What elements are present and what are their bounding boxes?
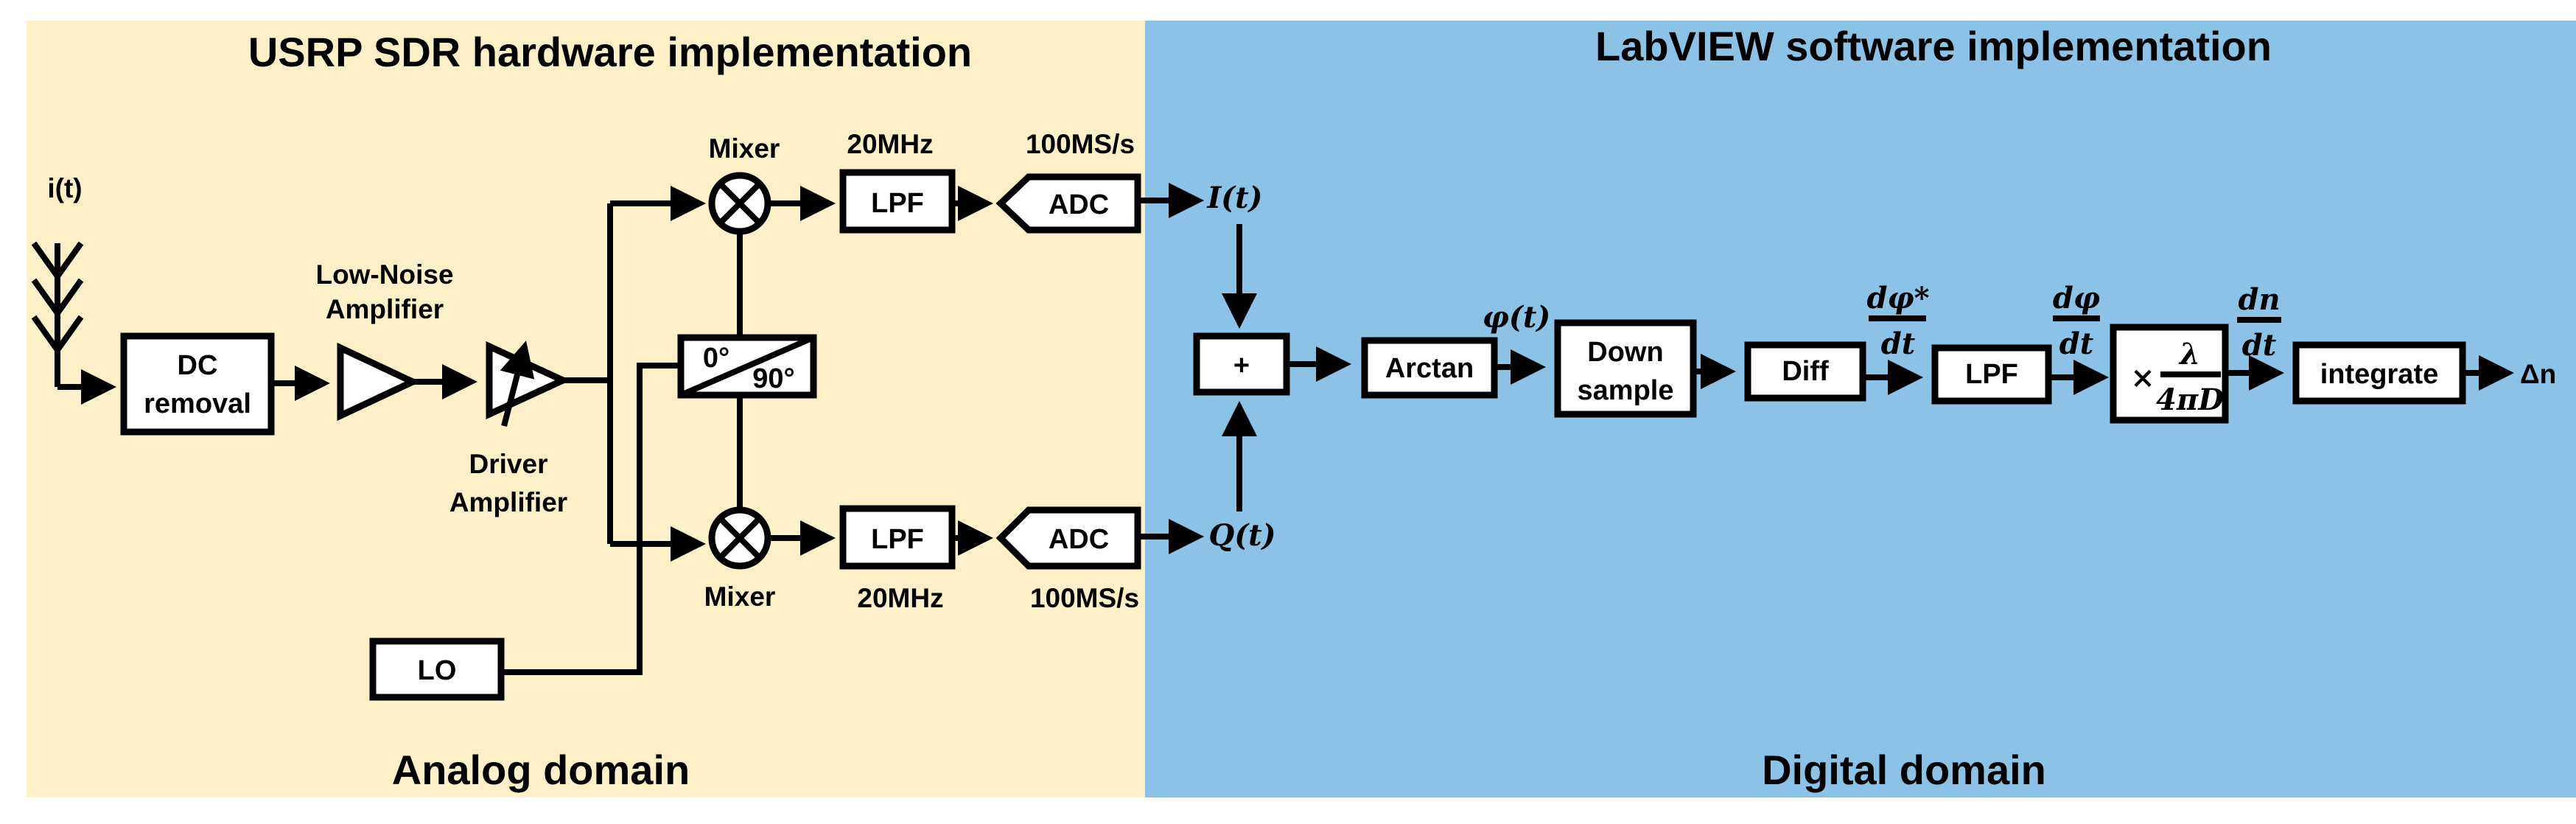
digital-lpf-block xyxy=(1931,344,2052,405)
lpf-bottom-label: LPF xyxy=(871,524,924,555)
lpf-top-label: LPF xyxy=(871,188,924,219)
multiplier-denominator: 4πD xyxy=(2156,383,2224,417)
mixer-top-label: Mixer xyxy=(709,133,780,164)
sum-label: + xyxy=(1233,350,1250,381)
dphi-star-numerator: dφ* xyxy=(1866,281,1929,315)
phase-90-label: 90° xyxy=(752,363,794,394)
digital-domain-panel xyxy=(1145,21,2576,797)
adc-bottom-rate: 100MS/s xyxy=(1030,583,1139,613)
arctan-label: Arctan xyxy=(1385,353,1474,384)
phi-signal-label: φ(t) xyxy=(1483,300,1551,335)
digital-title: LabVIEW software implementation xyxy=(1595,23,2272,69)
downsample-block xyxy=(1554,319,1697,418)
dn-denominator: dt xyxy=(2242,328,2277,363)
phase-0-label: 0° xyxy=(703,343,729,374)
output-delta-n-label: Δn xyxy=(2520,359,2556,389)
lpf-top-block xyxy=(839,169,956,234)
digital-lpf-label: LPF xyxy=(1965,359,2018,390)
mixer-bottom-icon xyxy=(708,506,771,570)
multiplier-times-sign: × xyxy=(2130,360,2155,395)
downsample-label-2: sample xyxy=(1578,375,1674,406)
dphi-numerator: dφ xyxy=(2053,281,2100,315)
adc-top-label: ADC xyxy=(1049,189,1109,220)
dphi-star-dt-fraction: dφ* dt xyxy=(1866,281,1929,361)
lna-amplifier-icon xyxy=(337,342,421,422)
input-signal-label: i(t) xyxy=(47,173,82,203)
multiplier-numerator: λ xyxy=(2178,337,2200,371)
dphi-denominator: dt xyxy=(2059,327,2094,361)
dc-removal-label-2: removal xyxy=(144,388,251,419)
downsample-label-1: Down xyxy=(1587,337,1663,368)
integrate-label: integrate xyxy=(2320,359,2438,390)
lna-label-2: Amplifier xyxy=(326,294,444,324)
sum-block xyxy=(1193,332,1290,396)
i-signal-label: I(t) xyxy=(1206,181,1262,215)
driver-label-2: Amplifier xyxy=(449,487,567,517)
dc-removal-label-1: DC xyxy=(178,350,218,381)
lna-label-1: Low-Noise xyxy=(315,259,453,290)
integrate-block xyxy=(2292,341,2466,405)
adc-bottom-label: ADC xyxy=(1049,524,1109,555)
analog-footer: Analog domain xyxy=(392,747,690,793)
lpf-top-bandwidth: 20MHz xyxy=(847,129,933,159)
lpf-bottom-bandwidth: 20MHz xyxy=(857,583,943,613)
mixer-bottom-label: Mixer xyxy=(704,582,776,612)
driver-label-1: Driver xyxy=(469,449,548,479)
dphi-star-denominator: dt xyxy=(1881,327,1916,361)
dn-numerator: dn xyxy=(2238,282,2280,317)
analog-title: USRP SDR hardware implementation xyxy=(248,29,972,75)
adc-top-rate: 100MS/s xyxy=(1026,129,1135,159)
mixer-top-icon xyxy=(708,172,771,235)
q-signal-label: Q(t) xyxy=(1208,518,1275,553)
digital-footer: Digital domain xyxy=(1762,747,2046,793)
dc-removal-block xyxy=(120,332,275,436)
dn-dt-fraction: dn dt xyxy=(2237,282,2281,363)
dphi-dt-fraction: dφ dt xyxy=(2053,281,2100,361)
arctan-block xyxy=(1361,337,1498,399)
diff-label: Diff xyxy=(1782,356,1829,387)
lo-label: LO xyxy=(418,655,457,686)
diff-block xyxy=(1744,341,1866,402)
antenna-icon xyxy=(31,241,84,387)
